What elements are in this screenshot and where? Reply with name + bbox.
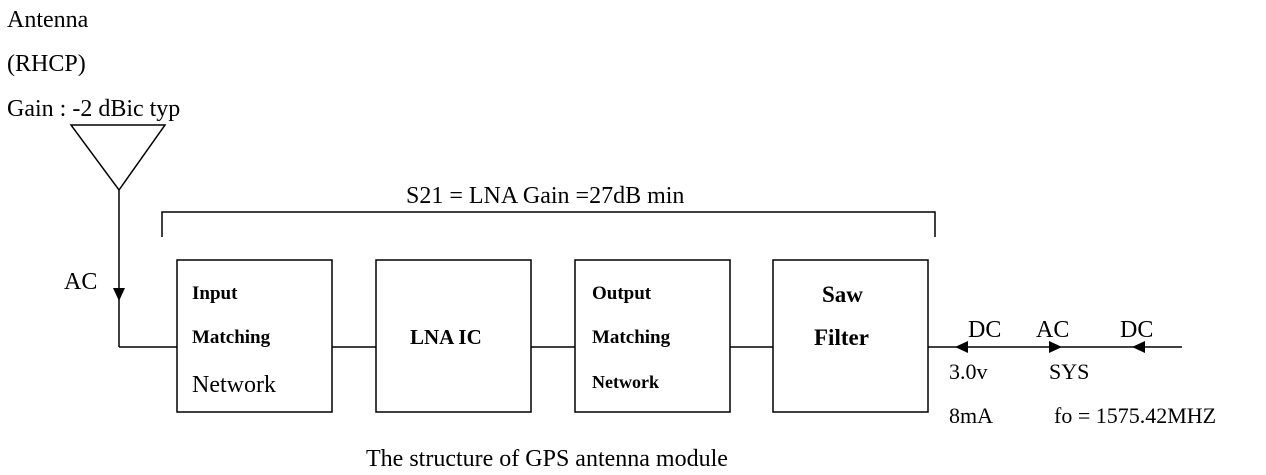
ac-arrow-down-icon — [113, 288, 125, 301]
lna-ic-label: LNA IC — [410, 325, 482, 349]
lna-ic-block — [375, 259, 532, 413]
input-matching-line1: Input — [192, 283, 238, 304]
dc-right-label: DC — [1120, 317, 1154, 343]
dc-arrow-left-icon — [1132, 341, 1145, 353]
dc-arrow-left-icon — [955, 341, 968, 353]
output-matching-line3: Network — [592, 372, 659, 392]
voltage-label: 3.0v — [949, 359, 988, 384]
input-matching-block — [176, 259, 333, 413]
ac-output-label: AC — [1036, 317, 1070, 343]
output-matching-line1: Output — [592, 283, 652, 304]
input-matching-line3: Network — [192, 372, 276, 398]
antenna-gain: Gain : -2 dBic typ — [7, 96, 181, 122]
saw-filter-block — [772, 259, 929, 413]
diagram-caption: The structure of GPS antenna module — [366, 446, 728, 472]
output-matching-block — [574, 259, 731, 413]
frequency-label: fo = 1575.42MHZ — [1054, 403, 1217, 428]
saw-filter-line2: Filter — [814, 325, 869, 350]
input-matching-line2: Matching — [192, 327, 271, 348]
sys-label: SYS — [1049, 359, 1090, 384]
antenna-symbol — [69, 124, 167, 192]
saw-filter-line1: Saw — [822, 282, 863, 307]
current-label: 8mA — [949, 403, 993, 428]
antenna-polarization: (RHCP) — [7, 51, 86, 77]
lna-gain-label: S21 = LNA Gain =27dB min — [406, 183, 685, 209]
ac-arrow-right-icon — [1049, 341, 1062, 353]
ac-feed-label: AC — [64, 269, 98, 295]
antenna-title: Antenna — [7, 7, 89, 33]
dc-left-label: DC — [968, 317, 1002, 343]
lna-gain-bracket — [161, 211, 936, 237]
output-matching-line2: Matching — [592, 327, 671, 348]
